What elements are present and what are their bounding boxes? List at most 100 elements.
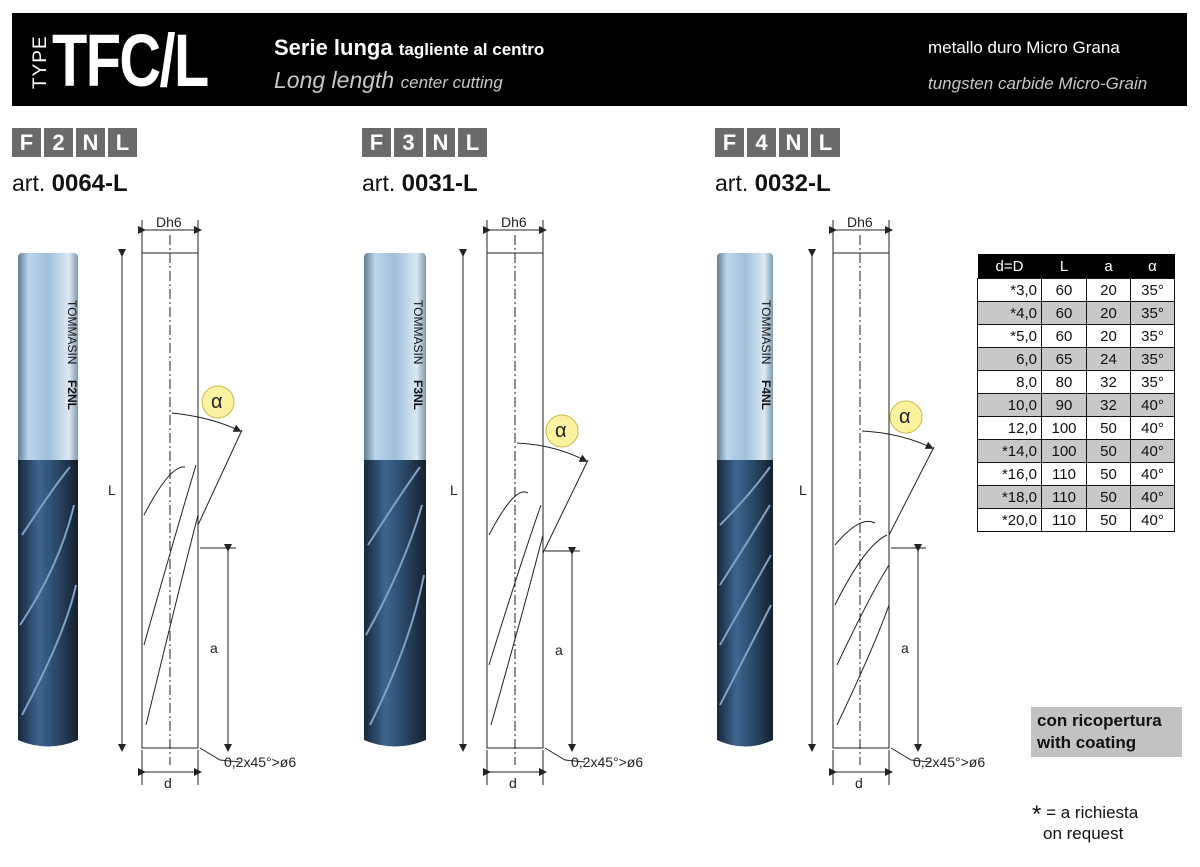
table-cell: 110 — [1041, 508, 1087, 532]
table-cell: 35° — [1130, 278, 1175, 302]
code-letter: F — [362, 128, 391, 157]
code-letter: L — [108, 128, 137, 157]
alpha-arc — [171, 412, 242, 432]
flute-highlight — [365, 466, 425, 726]
coating-line-2: with coating — [1037, 733, 1137, 752]
tool-photo-f2nl: TOMMASIN F2NL — [18, 253, 79, 747]
table-cell: 40° — [1130, 485, 1175, 509]
dh6-label: Dh6 — [847, 214, 873, 230]
coated-flutes — [364, 460, 426, 747]
model-title: TFC/L — [52, 19, 209, 102]
length-label: L — [799, 482, 807, 498]
chamfer-label: 0,2x45°>ø6 — [224, 754, 296, 770]
flute-lines — [488, 491, 544, 726]
table-cell: 60 — [1041, 324, 1087, 348]
alpha-badge — [545, 414, 579, 448]
table-cell: 50 — [1086, 416, 1131, 440]
title-english-main: Long length — [274, 67, 395, 93]
flute-highlight — [719, 466, 772, 706]
table-cell: 100 — [1041, 416, 1087, 440]
shank-code-text: F3NL — [411, 380, 425, 410]
table-cell: 8,0 — [977, 370, 1042, 394]
cut-length-label: a — [210, 640, 218, 656]
tool-photo-f4nl: TOMMASIN F4NL — [717, 253, 773, 747]
table-cell: *16,0 — [977, 462, 1042, 486]
table-cell: 60 — [1041, 301, 1087, 325]
header-alpha: α — [1130, 254, 1175, 279]
brand-text: TOMMASIN — [411, 300, 425, 364]
table-cell: 40° — [1130, 462, 1175, 486]
article-number-2: art. 0031-L — [362, 170, 478, 198]
table-cell: 40° — [1130, 439, 1175, 463]
alpha-badge — [889, 400, 923, 434]
table-cell: 35° — [1130, 301, 1175, 325]
table-cell: *5,0 — [977, 324, 1042, 348]
shank — [364, 253, 426, 463]
title-italian-main: Serie lunga — [274, 35, 393, 60]
article-code: 0031-L — [401, 170, 478, 197]
chamfer-label: 0,2x45°>ø6 — [913, 754, 985, 770]
article-number-1: art. 0064-L — [12, 170, 128, 198]
table-cell: *18,0 — [977, 485, 1042, 509]
table-cell: 35° — [1130, 370, 1175, 394]
length-label: L — [108, 482, 116, 498]
diameter-label: d — [509, 775, 517, 791]
flute-highlight — [19, 466, 77, 716]
table-cell: 20 — [1086, 301, 1131, 325]
title-english: Long length center cutting — [274, 67, 503, 94]
table-cell: 40° — [1130, 508, 1175, 532]
coated-flutes — [18, 460, 78, 747]
tool-line-drawing-f4nl — [808, 220, 935, 785]
article-prefix: art. — [715, 170, 749, 196]
brand-text: TOMMASIN — [759, 300, 773, 364]
coating-box: con ricopertura with coating — [1031, 707, 1182, 757]
material-english: tungsten carbide Micro-Grain — [928, 74, 1148, 93]
article-code: 0064-L — [51, 170, 128, 197]
code-letter: N — [76, 128, 105, 157]
tool-line-drawing-f2nl — [118, 220, 243, 785]
header-cut-length: a — [1086, 254, 1131, 279]
dh6-label: Dh6 — [156, 214, 182, 230]
table-cell: 40° — [1130, 416, 1175, 440]
material-italian: metallo duro Micro Grana — [928, 38, 1120, 57]
tool-photo-f3nl: TOMMASIN F3NL — [364, 253, 426, 747]
table-cell: 100 — [1041, 439, 1087, 463]
title-english-sub: center cutting — [400, 73, 503, 92]
tool-code-f2nl: F 2 N L — [12, 128, 137, 157]
table-cell: 65 — [1041, 347, 1087, 371]
code-letter: F — [12, 128, 41, 157]
table-cell: 60 — [1041, 278, 1087, 302]
table-cell: 12,0 — [977, 416, 1042, 440]
alpha-arc — [516, 442, 588, 462]
title-italian: Serie lunga tagliente al centro — [274, 35, 544, 61]
header-diameter: d=D — [977, 254, 1042, 279]
type-label: TYPE — [30, 35, 51, 89]
table-cell: 6,0 — [977, 347, 1042, 371]
table-cell: *14,0 — [977, 439, 1042, 463]
flute-lines — [143, 464, 199, 726]
article-number-3: art. 0032-L — [715, 170, 831, 198]
header-length: L — [1041, 254, 1087, 279]
table-cell: *3,0 — [977, 278, 1042, 302]
code-letter: L — [458, 128, 487, 157]
article-prefix: art. — [12, 170, 46, 196]
code-letter: 3 — [394, 128, 423, 157]
code-letter: 2 — [44, 128, 73, 157]
article-prefix: art. — [362, 170, 396, 196]
table-cell: 20 — [1086, 278, 1131, 302]
shank — [18, 253, 78, 463]
alpha-label: α — [555, 420, 567, 442]
dh6-label: Dh6 — [501, 214, 527, 230]
table-cell: 24 — [1086, 347, 1131, 371]
code-letter: F — [715, 128, 744, 157]
shank — [717, 253, 773, 463]
cut-length-label: a — [901, 640, 909, 656]
table-cell: *20,0 — [977, 508, 1042, 532]
